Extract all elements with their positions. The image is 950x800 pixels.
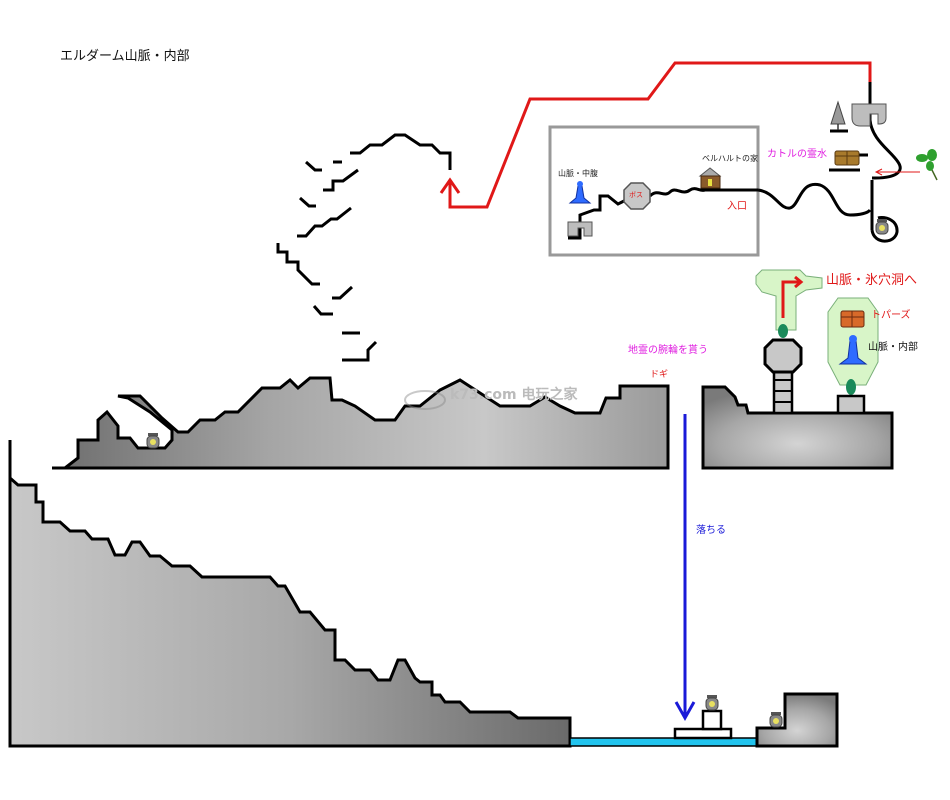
label-boss: ボス — [629, 191, 643, 199]
treasure-chest-icon — [840, 310, 865, 328]
lower-slope-rock — [8, 474, 572, 748]
label-katoru-water: カトルの霊水 — [767, 149, 827, 160]
bottom-right-rock — [755, 692, 839, 748]
tower-structure — [763, 338, 803, 415]
label-inner-mountain: 山脈・内部 — [868, 342, 918, 353]
jar-icon — [146, 433, 160, 449]
door-marker — [778, 324, 788, 338]
right-rock-block — [701, 385, 894, 470]
watermark-text: k73.com 电玩之家 — [450, 387, 578, 403]
label-earth-spirit-bracelet: 地霊の腕輪を貰う — [628, 345, 708, 356]
save-statue-icon — [568, 181, 592, 204]
boss-marker — [623, 182, 651, 210]
upper-cave-trail — [276, 133, 452, 362]
house-icon — [698, 167, 722, 189]
platform — [701, 709, 723, 731]
fall-arrow — [674, 414, 696, 722]
label-mid-mountain: 山脈・中腹 — [558, 169, 598, 178]
red-route — [439, 61, 872, 209]
small-red-arrow — [874, 168, 920, 176]
jar-icon — [875, 219, 889, 235]
label-belhalt-house: ベルハルトの家 — [702, 154, 758, 163]
map-title: エルダーム山脈・内部 — [60, 49, 190, 64]
treasure-chest-icon — [834, 150, 860, 166]
inset-trail — [568, 182, 872, 240]
jar-icon — [705, 695, 719, 711]
tree-icon — [830, 100, 846, 130]
jar-icon — [769, 712, 783, 728]
platform — [673, 727, 733, 740]
label-entrance: 入口 — [727, 201, 747, 212]
label-topaz: トパーズ — [871, 310, 911, 321]
label-fall: 落ちる — [696, 525, 726, 536]
label-dogi: ドギ — [650, 370, 669, 380]
red-exit-arrow — [781, 275, 804, 318]
label-to-ice-cave: 山脈・氷穴洞へ — [826, 273, 918, 288]
gate-icon — [851, 103, 887, 127]
middle-rock-strip — [55, 376, 670, 470]
gate-icon — [567, 221, 593, 237]
save-statue-icon — [838, 335, 868, 365]
pedestal — [836, 394, 866, 415]
herb-plant-icon — [916, 149, 938, 181]
ice-cave-exit-zone — [755, 269, 823, 331]
door-marker — [846, 379, 856, 395]
watermark-logo — [404, 390, 446, 410]
